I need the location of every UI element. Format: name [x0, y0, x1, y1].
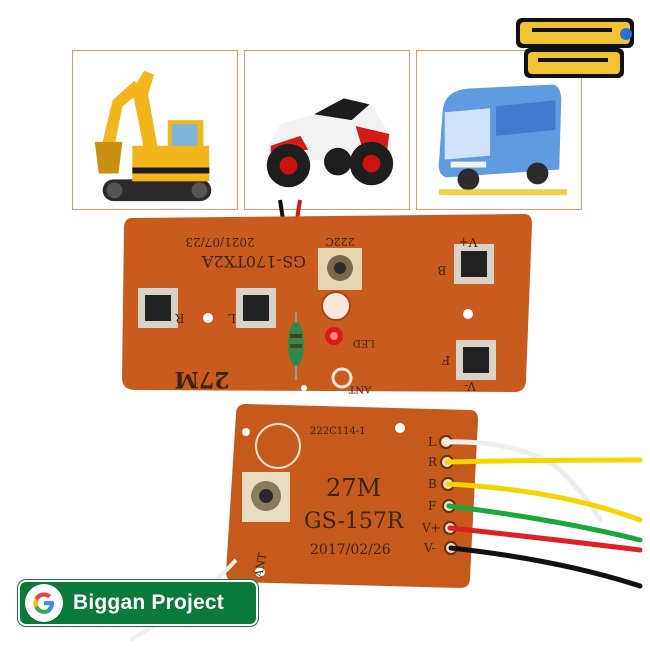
badge-label: Biggan Project: [73, 591, 224, 614]
google-logo-icon: [25, 584, 63, 622]
bus-icon: [438, 84, 568, 196]
tx-v-plus-label: V+: [459, 235, 479, 249]
rx-pin-l: L: [428, 435, 436, 449]
car-thumbnail: [244, 50, 410, 210]
tx-b-label: B: [437, 263, 446, 277]
receiver-board: 222C114-1 27M GS-157R 2017/02/26 ANT L R…: [226, 404, 478, 588]
excavator-icon: [94, 70, 212, 202]
biggan-project-logo: [510, 14, 640, 82]
tx-trimmer: [318, 248, 362, 290]
tx-v-minus-label: V-: [464, 379, 477, 393]
rx-date-label: 2017/02/26: [310, 542, 391, 558]
tx-l-label: L: [228, 311, 236, 325]
tx-serial-label: 222C: [325, 235, 354, 248]
rx-pin-vplus: V+: [421, 521, 441, 535]
transmitter-board: GS-170TX2A 2021/07/23 222C 27M V+ V- B F…: [122, 214, 532, 394]
rx-pin-r: R: [428, 455, 438, 469]
excavator-thumbnail: [72, 50, 238, 210]
biggan-project-badge: Biggan Project: [18, 580, 258, 626]
tx-f-label: F: [442, 353, 450, 367]
car-icon: [264, 98, 394, 188]
rx-pin-vminus: V-: [423, 541, 436, 555]
rx-model-label: GS-157R: [304, 509, 405, 534]
rx-frequency-label: 27M: [326, 474, 381, 502]
tx-r-label: R: [175, 311, 185, 325]
tx-led-label: LED: [353, 337, 375, 348]
rx-pin-f: F: [428, 499, 436, 513]
tx-inductor: [288, 312, 304, 380]
tx-button-f: [456, 340, 496, 380]
tx-button-l: [236, 288, 276, 328]
rx-ant-label: ANT: [252, 551, 269, 579]
tx-frequency-label: 27M: [175, 366, 230, 392]
tx-button-b: [454, 244, 494, 284]
rx-trimmer: [242, 472, 290, 522]
rx-pin-b: B: [428, 477, 437, 491]
tx-ant-label: ANT: [348, 383, 372, 394]
tx-date-label: 2021/07/23: [185, 235, 254, 249]
rx-wires: [443, 439, 643, 589]
rx-serial-label: 222C114-1: [310, 426, 366, 437]
tx-button-r: [138, 288, 178, 328]
tx-model-label: GS-170TX2A: [202, 252, 307, 271]
